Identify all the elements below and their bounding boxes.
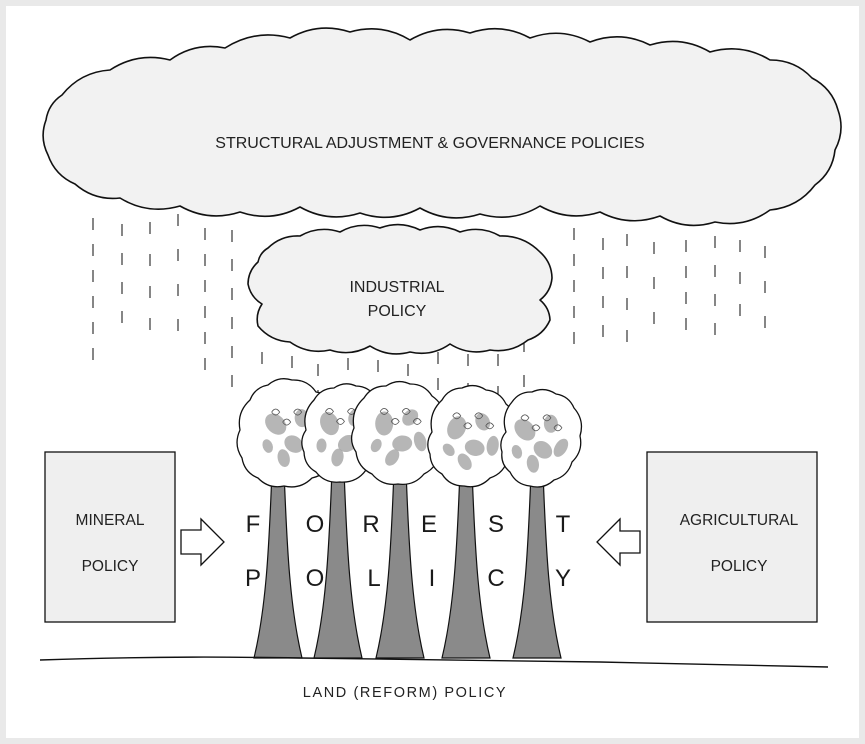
tree-foliage-shade [370,438,382,453]
tree-foliage-shade [457,453,472,471]
tree-foliage-shade [331,448,344,467]
agricultural-policy-box: AGRICULTURAL POLICY [646,451,818,623]
tree-leaf-stroke [452,412,462,420]
tree-leaf-stroke [474,412,484,420]
tree-leaf-stroke [463,422,473,430]
tree-leaf-stroke [293,408,303,416]
tree-trunk [313,469,363,659]
forest-letter-e: E [421,511,437,538]
tree-leaf-stroke [542,414,552,422]
forest-letter-f: F [246,511,261,538]
tree-trunk [441,469,491,659]
forest-trees [236,378,583,659]
mineral-policy-box: MINERAL POLICY [44,451,176,623]
mineral-policy-box-rect [44,451,176,623]
tree-leaf-stroke [520,414,530,422]
tree-leaf-stroke [379,408,389,415]
forest-policy-letters: F O R E S T P O L I C Y [245,511,571,592]
tree-foliage-shade [553,438,569,457]
tree-leaf-stroke [412,418,422,425]
agricultural-policy-box-rect [646,451,818,623]
tree-foliage-shade [375,411,394,436]
forest-policy-diagram: STRUCTURAL ADJUSTMENT & GOVERNANCE POLIC… [39,27,842,701]
tree-foliage-shade [262,439,273,453]
tree-canopy [500,388,583,488]
tree-foliage-shade [265,413,287,435]
tree-leaf-stroke [531,424,541,432]
tree-trunk [253,469,303,659]
right-arrow [180,517,225,567]
tree-trunk [375,469,425,659]
tree-leaf-stroke [271,408,281,416]
tree-foliage-shade [486,435,499,456]
tree-leaf-stroke [553,424,563,432]
tree-leaf-stroke [336,418,345,425]
tree-foliage-shade [533,440,553,459]
tree-foliage-shade [392,435,413,452]
tree-foliage-shade [413,431,427,452]
tree-leaf-stroke [282,418,292,426]
tree-foliage-shade [464,439,485,456]
policy-letter-i: I [429,565,436,592]
forest-letter-s: S [488,511,504,538]
industrial-policy-cloud-shape [247,223,553,355]
agricultural-policy-label-line-2: POLICY [711,558,768,575]
forest-letter-r: R [362,511,379,538]
policy-letter-c: C [487,565,504,592]
tree-leaf-stroke [390,418,400,425]
tree-foliage-shade [514,419,536,441]
policy-letter-o: O [306,565,325,592]
mineral-policy-label-line-2: POLICY [82,558,139,575]
agricultural-policy-label-line-1: AGRICULTURAL [680,512,799,529]
tree-foliage-shade [442,443,455,457]
tree [500,388,583,659]
policy-letter-p: P [245,565,261,592]
structural-adjustment-cloud-shape [42,27,842,227]
industrial-policy-cloud: INDUSTRIAL POLICY [247,223,553,355]
ground-line [39,656,829,668]
industrial-policy-label-line-2: POLICY [368,303,427,320]
tree-foliage-shade [402,409,419,426]
tree-foliage-shade [284,435,304,453]
tree [427,384,518,659]
policy-letter-l: L [367,565,380,592]
forest-letter-t: T [556,511,571,538]
tree-leaf-stroke [401,408,411,415]
structural-adjustment-label: STRUCTURAL ADJUSTMENT & GOVERNANCE POLIC… [215,135,644,152]
tree-foliage-shade [277,449,290,467]
tree [350,380,448,659]
tree-leaf-stroke [325,408,334,415]
tree-foliage-shade [447,416,467,440]
tree-foliage-shade [526,454,540,473]
tree-foliage-shade [511,444,523,459]
industrial-policy-label-line-1: INDUSTRIAL [349,279,444,296]
diagram-canvas: STRUCTURAL ADJUSTMENT & GOVERNANCE POLIC… [6,6,859,738]
tree-foliage-shade [316,438,327,453]
tree-trunk [512,471,562,659]
tree-foliage-shade [385,449,400,466]
mineral-policy-label-line-1: MINERAL [76,512,145,529]
tree-leaf-stroke [485,422,495,430]
land-reform-policy-label: LAND (REFORM) POLICY [303,685,507,701]
policy-letter-y: Y [555,565,571,592]
tree-foliage-shade [320,411,339,436]
structural-adjustment-cloud: STRUCTURAL ADJUSTMENT & GOVERNANCE POLIC… [42,27,842,227]
left-arrow [596,517,641,567]
forest-letter-o: O [306,511,325,538]
